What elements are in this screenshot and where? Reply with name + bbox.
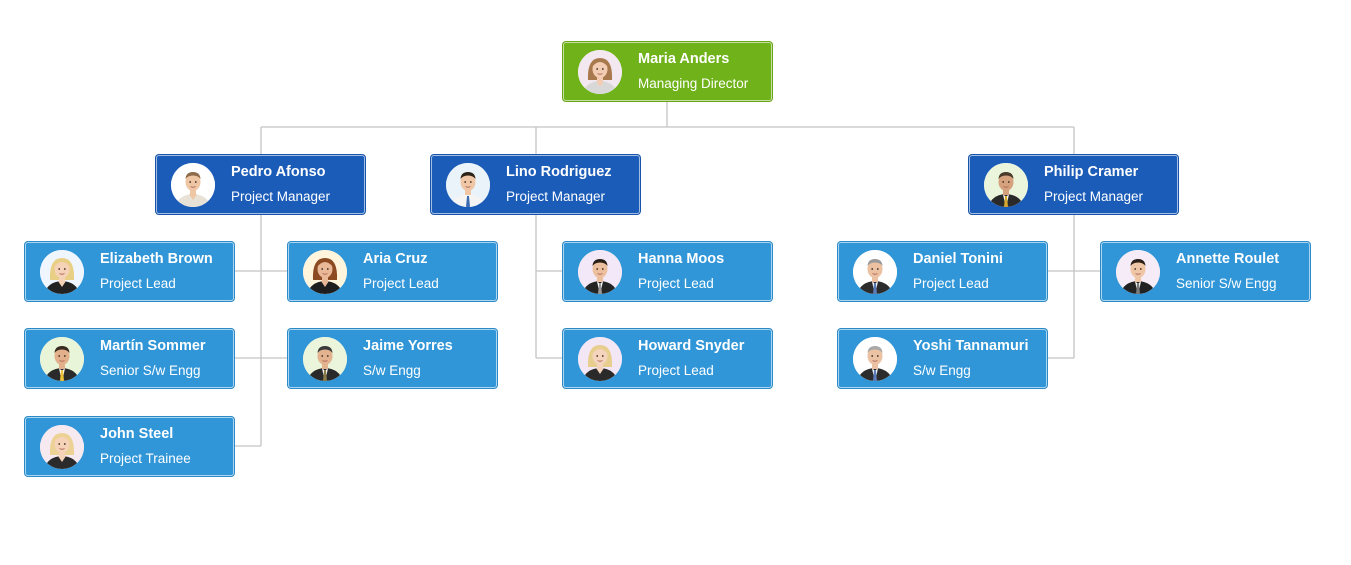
avatar — [984, 163, 1028, 207]
avatar — [578, 250, 622, 294]
node-role: Project Manager — [1044, 189, 1144, 204]
avatar — [853, 337, 897, 381]
node-name: Yoshi Tannamuri — [913, 338, 1029, 354]
node-philip-cramer[interactable]: Philip Cramer Project Manager — [968, 154, 1179, 215]
node-name: Maria Anders — [638, 51, 730, 67]
node-role: Project Lead — [638, 276, 714, 291]
node-yoshi-tannamuri[interactable]: Yoshi Tannamuri S/w Engg — [837, 328, 1048, 389]
node-howard-snyder[interactable]: Howard Snyder Project Lead — [562, 328, 773, 389]
node-role: Senior S/w Engg — [1176, 276, 1277, 291]
node-maria-anders[interactable]: Maria Anders Managing Director — [562, 41, 773, 102]
avatar — [40, 337, 84, 381]
node-pedro-afonso[interactable]: Pedro Afonso Project Manager — [155, 154, 366, 215]
node-lino-rodriguez[interactable]: Lino Rodriguez Project Manager — [430, 154, 641, 215]
node-name: Hanna Moos — [638, 251, 725, 267]
avatar — [853, 250, 897, 294]
node-name: Howard Snyder — [638, 338, 745, 354]
node-jaime-yorres[interactable]: Jaime Yorres S/w Engg — [287, 328, 498, 389]
node-annette-roulet[interactable]: Annette Roulet Senior S/w Engg — [1100, 241, 1311, 302]
node-martin-sommer[interactable]: Martín Sommer Senior S/w Engg — [24, 328, 235, 389]
node-role: Project Lead — [638, 363, 714, 378]
node-elizabeth-brown[interactable]: Elizabeth Brown Project Lead — [24, 241, 235, 302]
node-name: Daniel Tonini — [913, 251, 1003, 267]
node-daniel-tonini[interactable]: Daniel Tonini Project Lead — [837, 241, 1048, 302]
node-name: Elizabeth Brown — [100, 251, 213, 267]
node-role: Project Lead — [100, 276, 176, 291]
node-name: Jaime Yorres — [363, 338, 453, 354]
avatar — [578, 337, 622, 381]
node-role: S/w Engg — [363, 363, 421, 378]
node-role: Project Trainee — [100, 451, 191, 466]
node-name: Annette Roulet — [1176, 251, 1280, 267]
node-name: Aria Cruz — [363, 251, 428, 267]
avatar — [578, 50, 622, 94]
avatar — [40, 250, 84, 294]
node-role: Project Manager — [231, 189, 331, 204]
node-name: Lino Rodriguez — [506, 164, 612, 180]
node-role: Project Manager — [506, 189, 606, 204]
avatar — [303, 250, 347, 294]
node-role: Project Lead — [363, 276, 439, 291]
node-name: Martín Sommer — [100, 338, 206, 354]
avatar — [303, 337, 347, 381]
node-hanna-moos[interactable]: Hanna Moos Project Lead — [562, 241, 773, 302]
node-role: Senior S/w Engg — [100, 363, 201, 378]
avatar — [171, 163, 215, 207]
node-name: John Steel — [100, 426, 174, 442]
node-role: Managing Director — [638, 76, 749, 91]
avatar — [446, 163, 490, 207]
avatar — [40, 425, 84, 469]
node-name: Philip Cramer — [1044, 164, 1139, 180]
node-aria-cruz[interactable]: Aria Cruz Project Lead — [287, 241, 498, 302]
avatar — [1116, 250, 1160, 294]
node-name: Pedro Afonso — [231, 164, 326, 180]
node-role: S/w Engg — [913, 363, 971, 378]
node-john-steel[interactable]: John Steel Project Trainee — [24, 416, 235, 477]
node-role: Project Lead — [913, 276, 989, 291]
